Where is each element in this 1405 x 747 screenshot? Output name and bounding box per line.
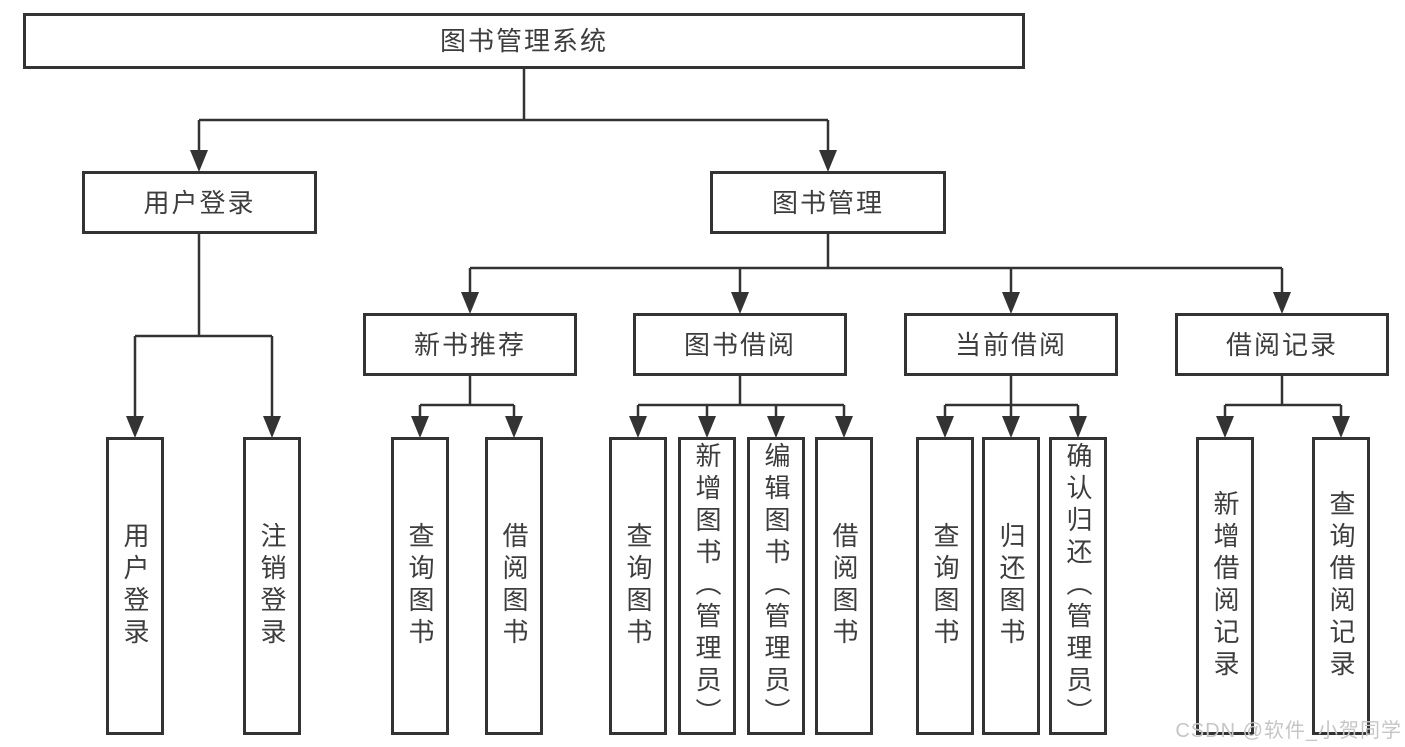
node-label: 新增借阅记录 <box>1210 490 1240 682</box>
leaf-query-borrow-record: 查询借阅记录 <box>1312 437 1370 735</box>
arrowhead <box>1002 416 1020 438</box>
node-label: 归还图书 <box>996 522 1026 650</box>
arrowhead <box>1332 416 1350 438</box>
leaf-logout: 注销登录 <box>243 437 301 735</box>
arrowhead <box>263 416 281 438</box>
leaf-edit-books-admin: 编辑图书（管理员） <box>747 437 805 735</box>
leaf-query-books-borrowing: 查询图书 <box>609 437 667 735</box>
node-user-login-branch: 用户登录 <box>82 171 317 234</box>
arrowhead <box>1273 292 1291 314</box>
arrowhead <box>698 416 716 438</box>
arrowhead <box>190 150 208 172</box>
arrowhead <box>1002 292 1020 314</box>
node-book-management-branch: 图书管理 <box>710 171 946 234</box>
node-label: 图书管理 <box>771 187 884 218</box>
node-label: 用户登录 <box>143 187 256 218</box>
node-current-borrowing: 当前借阅 <box>904 313 1118 376</box>
arrowhead <box>731 292 749 314</box>
leaf-user-login: 用户登录 <box>106 437 164 735</box>
arrowhead <box>767 416 785 438</box>
node-book-borrowing: 图书借阅 <box>633 313 847 376</box>
node-label: 借阅记录 <box>1225 329 1338 360</box>
leaf-query-books-recommend: 查询图书 <box>391 437 449 735</box>
node-label: 用户登录 <box>120 522 150 650</box>
arrowhead <box>411 416 429 438</box>
node-label: 新增图书（管理员） <box>692 442 722 730</box>
node-label: 编辑图书（管理员） <box>761 442 791 730</box>
node-label: 借阅图书 <box>499 522 529 650</box>
node-label: 查询借阅记录 <box>1326 490 1356 682</box>
csdn-watermark: CSDN @软件_小贺同学 <box>1175 720 1402 742</box>
arrowhead <box>1069 416 1087 438</box>
arrowhead <box>835 416 853 438</box>
leaf-add-borrow-record: 新增借阅记录 <box>1196 437 1254 735</box>
node-label: 当前借阅 <box>954 329 1067 360</box>
leaf-add-books-admin: 新增图书（管理员） <box>678 437 736 735</box>
node-new-book-recommend: 新书推荐 <box>363 313 577 376</box>
node-label: 图书借阅 <box>683 329 796 360</box>
arrowhead <box>629 416 647 438</box>
arrowhead <box>505 416 523 438</box>
leaf-query-books-current: 查询图书 <box>916 437 974 735</box>
leaf-borrow-books-recommend: 借阅图书 <box>485 437 543 735</box>
node-borrowing-records: 借阅记录 <box>1175 313 1389 376</box>
arrowhead <box>819 150 837 172</box>
leaf-borrow-books: 借阅图书 <box>815 437 873 735</box>
node-label: 查询图书 <box>623 522 653 650</box>
node-label: 查询图书 <box>930 522 960 650</box>
arrowhead <box>126 416 144 438</box>
node-library-management-system: 图书管理系统 <box>23 13 1025 69</box>
leaf-return-books: 归还图书 <box>982 437 1040 735</box>
arrowhead <box>936 416 954 438</box>
arrowhead <box>1216 416 1234 438</box>
leaf-confirm-return-admin: 确认归还（管理员） <box>1049 437 1107 735</box>
node-label: 注销登录 <box>257 522 287 650</box>
node-label: 新书推荐 <box>413 329 526 360</box>
node-label: 查询图书 <box>405 522 435 650</box>
node-label: 确认归还（管理员） <box>1063 442 1093 730</box>
arrowhead <box>461 292 479 314</box>
node-label: 借阅图书 <box>829 522 859 650</box>
node-label: 图书管理系统 <box>439 26 608 56</box>
